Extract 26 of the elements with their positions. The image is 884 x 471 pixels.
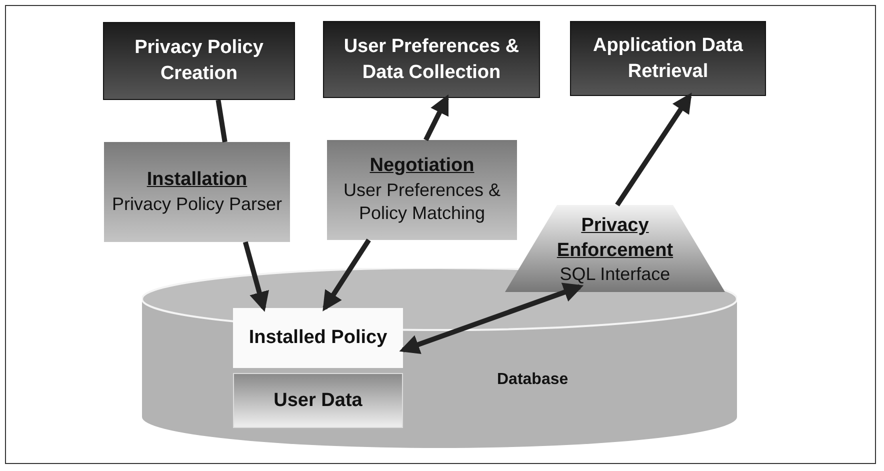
database-cylinder	[142, 268, 737, 448]
description: Privacy Policy Parser	[112, 192, 282, 216]
arrow	[242, 241, 269, 312]
box-label: User Data	[274, 390, 362, 412]
trapezoid-box	[505, 205, 725, 292]
arrow	[322, 238, 371, 312]
arrow	[615, 92, 692, 206]
data-box	[233, 373, 403, 428]
arrow	[424, 94, 449, 142]
process-box	[103, 22, 295, 100]
box-label: User Preferences & Data Collection	[342, 34, 520, 84]
policy-box	[233, 308, 403, 368]
box-label: Application Data Retrieval	[592, 34, 744, 84]
box-label: Installed Policy	[248, 327, 388, 349]
process-box	[570, 21, 766, 96]
heading: Privacy Enforcement	[556, 214, 674, 263]
process-box	[323, 21, 540, 98]
heading: Negotiation	[370, 154, 474, 178]
description: User Preferences & Policy Matching	[342, 178, 502, 226]
database-label: Database	[497, 371, 568, 389]
arrow	[399, 282, 584, 354]
box-label: Privacy Policy Creation	[134, 36, 264, 86]
description: SQL Interface	[560, 263, 670, 286]
stage-box	[104, 142, 290, 242]
stage-box	[327, 140, 517, 240]
heading: Installation	[146, 168, 248, 192]
